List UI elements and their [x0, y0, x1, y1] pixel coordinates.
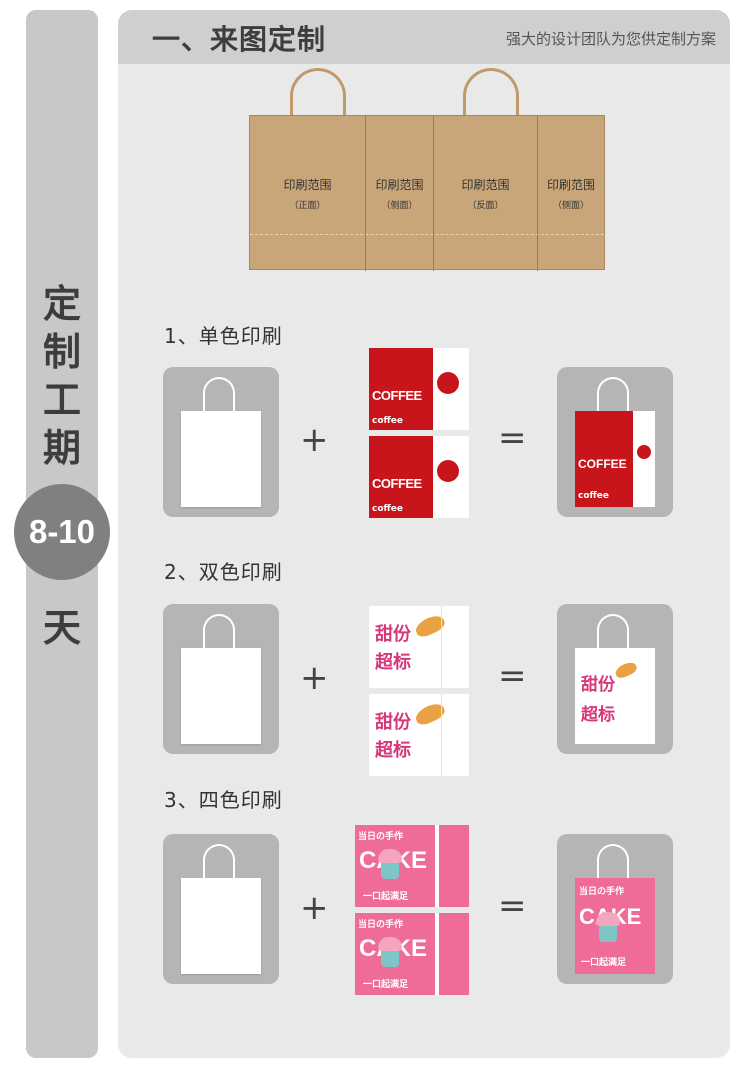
plus-sign: + [300, 888, 329, 928]
design-swatch-coffee: COFFEE coffee [369, 348, 469, 430]
side-title-char: 制 [42, 330, 81, 374]
coffee-logo-icon [437, 372, 459, 394]
plain-bag-box [163, 604, 279, 754]
result-bag-box: COFFEE coffee [557, 367, 673, 517]
cupcake-icon [596, 912, 620, 942]
section-label-single-color: 1、单色印刷 [164, 324, 283, 348]
cake-print-side [439, 825, 469, 907]
panel-sub: （正面） [289, 201, 326, 211]
days-badge: 8-10 [14, 484, 110, 580]
main-panel: 一、来图定制 强大的设计团队为您供定制方案 印刷范围 （正面） 印刷范围 （侧面… [118, 10, 730, 1058]
days-value: 8-10 [28, 513, 96, 550]
plus-sign: + [300, 420, 329, 460]
white-bag-icon [181, 878, 261, 974]
sweet-print-line1: 甜份 [581, 675, 615, 695]
design-swatch-cake: 当日の手作 CAKE 一口起满足 [355, 913, 469, 995]
sweet-print-line2: 超标 [375, 740, 411, 761]
cake-print-bottom: 一口起满足 [363, 980, 409, 990]
fold-line [250, 234, 604, 235]
panel-sub: （侧面） [552, 201, 589, 211]
plus-sign: + [300, 658, 329, 698]
sweet-print-line2: 超标 [581, 705, 615, 725]
design-swatch-sweet: 甜份 超标 [369, 606, 469, 688]
design-swatch-sweet: 甜份 超标 [369, 694, 469, 776]
white-bag-icon [181, 411, 261, 507]
sweet-print-line1: 甜份 [375, 712, 411, 733]
bag-handle-icon [597, 844, 629, 880]
panel-label: 印刷范围 [375, 178, 424, 192]
coffee-print-front: COFFEE coffee [369, 436, 433, 518]
template-panel-front: 印刷范围 （正面） [250, 116, 366, 271]
design-swatch-cake: 当日の手作 CAKE 一口起满足 [355, 825, 469, 907]
white-bag-icon [181, 648, 261, 744]
result-bag-box: 当日の手作 CAKE 一口起满足 [557, 834, 673, 984]
panel-label: 印刷范围 [283, 178, 332, 192]
coffee-print-title: COFFEE [372, 476, 422, 491]
cupcake-icon [378, 849, 402, 879]
equals-sign: = [498, 418, 527, 458]
bag-handle-icon [597, 614, 629, 650]
section-label-four-color: 3、四色印刷 [164, 788, 283, 812]
cake-print-bottom: 一口起满足 [581, 958, 627, 968]
cake-print-bottom: 一口起满足 [363, 892, 409, 902]
cake-print-front: 当日の手作 CAKE 一口起满足 [355, 825, 435, 907]
cake-print-side [439, 913, 469, 995]
bag-handle-icon [203, 844, 235, 880]
template-panel-side: 印刷范围 （侧面） [366, 116, 434, 271]
result-bag-cake: 当日の手作 CAKE 一口起满足 [575, 878, 655, 974]
coffee-print-small: coffee [372, 416, 404, 426]
design-swatch-coffee: COFFEE coffee [369, 436, 469, 518]
kraft-handle-icon [290, 68, 346, 124]
sweet-print-line1: 甜份 [375, 624, 411, 645]
cupcake-icon [378, 937, 402, 967]
cake-print-top: 当日の手作 [358, 920, 404, 930]
kraft-bag-template: 印刷范围 （正面） 印刷范围 （侧面） 印刷范围 （反面） 印刷范围 （侧面） [249, 115, 605, 271]
croissant-icon [613, 659, 639, 681]
side-title-char: 定 [42, 282, 81, 326]
result-bag-coffee: COFFEE coffee [575, 411, 655, 507]
template-panel-side: 印刷范围 （侧面） [538, 116, 604, 271]
coffee-logo-icon [437, 460, 459, 482]
cake-print-front: 当日の手作 CAKE 一口起满足 [355, 913, 435, 995]
equals-sign: = [498, 886, 527, 926]
plain-bag-box [163, 834, 279, 984]
bag-handle-icon [203, 377, 235, 413]
section-header: 一、来图定制 强大的设计团队为您供定制方案 [118, 10, 730, 64]
coffee-print-front: COFFEE coffee [369, 348, 433, 430]
panel-sub: （侧面） [381, 201, 418, 211]
cake-print-top: 当日の手作 [579, 887, 625, 897]
bag-handle-icon [597, 377, 629, 413]
coffee-print-front [575, 411, 633, 507]
template-panel-back: 印刷范围 （反面） [434, 116, 538, 271]
coffee-print-title: COFFEE [372, 388, 422, 403]
section-subtitle: 强大的设计团队为您供定制方案 [505, 30, 716, 48]
sweet-print-line2: 超标 [375, 652, 411, 673]
side-title-char: 期 [42, 426, 81, 470]
equals-sign: = [498, 656, 527, 696]
fold-line [441, 694, 442, 776]
coffee-print-small: coffee [578, 491, 610, 501]
coffee-print-title: COFFEE [578, 457, 627, 471]
panel-label: 印刷范围 [546, 178, 595, 192]
section-title: 一、来图定制 [152, 23, 327, 56]
coffee-logo-icon [637, 445, 651, 459]
kraft-handle-icon [463, 68, 519, 124]
plain-bag-box [163, 367, 279, 517]
bag-handle-icon [203, 614, 235, 650]
side-title-char: 工 [42, 378, 81, 422]
result-bag-box: 甜份 超标 [557, 604, 673, 754]
fold-line [441, 606, 442, 688]
section-label-two-color: 2、双色印刷 [164, 560, 283, 584]
side-unit: 天 [42, 606, 81, 650]
cake-print-top: 当日の手作 [358, 832, 404, 842]
panel-label: 印刷范围 [461, 178, 510, 192]
coffee-print-small: coffee [372, 504, 404, 514]
panel-sub: （反面） [467, 201, 504, 211]
result-bag-sweet: 甜份 超标 [575, 648, 655, 744]
